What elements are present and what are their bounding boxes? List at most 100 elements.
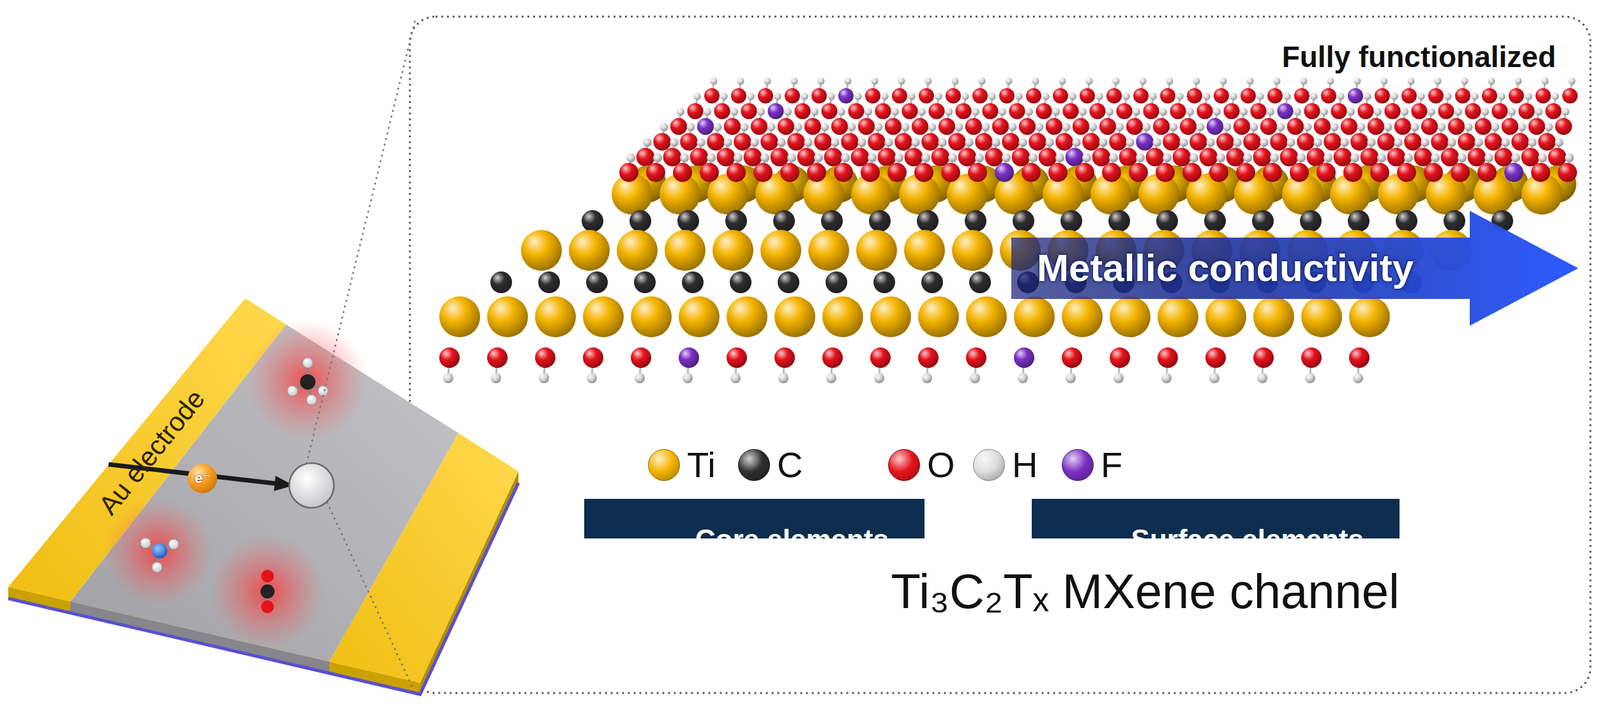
ti-atom	[1157, 296, 1199, 338]
o-atom	[1316, 162, 1336, 182]
o-atom	[1491, 102, 1508, 119]
o-atom	[1106, 88, 1122, 104]
h-atom	[1202, 92, 1211, 101]
o-atom	[1011, 148, 1031, 167]
h-atom	[443, 372, 454, 384]
c-atom	[825, 271, 848, 294]
o-atom	[690, 148, 709, 167]
ti-atom	[1013, 296, 1055, 338]
h-atom	[1122, 92, 1131, 101]
c-atom	[773, 210, 795, 232]
h-atom	[871, 77, 879, 85]
h-atom	[1055, 153, 1065, 163]
ti-atom	[1205, 296, 1247, 338]
h-atom	[1065, 372, 1076, 384]
ti-atom	[664, 229, 706, 271]
ti-atom	[856, 229, 898, 271]
ti-atom	[712, 229, 754, 271]
h-atom	[837, 107, 846, 116]
h-atom	[1162, 153, 1172, 163]
o-atom	[1142, 102, 1159, 119]
o-atom	[670, 118, 687, 135]
o-atom	[1477, 162, 1497, 182]
h-atom	[1400, 107, 1409, 116]
h-atom	[1464, 123, 1473, 132]
h-atom	[634, 372, 645, 384]
o-atom	[1092, 148, 1111, 167]
o-atom	[1340, 118, 1358, 135]
h-atom	[1393, 137, 1403, 147]
h-atom	[1454, 107, 1463, 116]
h-atom	[1524, 92, 1533, 101]
h-atom	[1213, 107, 1221, 116]
o-atom	[1557, 162, 1578, 182]
o-atom	[1153, 118, 1170, 135]
c-atom	[725, 210, 748, 232]
o-atom	[1205, 347, 1226, 368]
h-atom	[1246, 77, 1254, 85]
o-atom	[726, 347, 748, 368]
c-atom	[1156, 210, 1178, 232]
h-atom	[791, 77, 799, 85]
o-atom	[1133, 88, 1149, 104]
o-atom	[636, 148, 656, 167]
o-atom	[1421, 118, 1438, 135]
h-atom	[1035, 123, 1044, 132]
h-atom	[1484, 153, 1494, 163]
h-atom	[750, 137, 759, 147]
c-atom	[538, 271, 560, 294]
h-atom	[1538, 153, 1548, 163]
h-atom	[847, 123, 857, 132]
c-atom	[969, 271, 991, 294]
o-atom	[1370, 162, 1390, 182]
ti-atom	[1109, 296, 1151, 338]
o-atom	[877, 148, 897, 167]
o-atom	[1001, 132, 1020, 151]
f-atom	[838, 88, 854, 104]
h-atom	[1041, 92, 1050, 101]
h-atom	[1176, 92, 1184, 101]
legend-entry: O	[888, 448, 956, 481]
o-atom	[1333, 148, 1353, 167]
ammonia-molecule	[140, 537, 179, 573]
o-atom	[1330, 102, 1347, 119]
h-atom	[1015, 92, 1023, 101]
h-atom	[1303, 123, 1313, 132]
legend-swatch	[888, 448, 921, 481]
h-atom	[784, 107, 792, 116]
h-atom	[803, 137, 813, 147]
h-atom	[1220, 77, 1228, 85]
o-atom	[535, 347, 556, 368]
h-atom	[874, 123, 884, 132]
h-atom	[626, 153, 636, 163]
o-atom	[1262, 162, 1283, 182]
legend-entry: C	[738, 448, 803, 481]
o-atom	[1008, 102, 1025, 119]
o-atom	[1216, 132, 1235, 151]
h-atom	[964, 137, 974, 147]
h-atom	[821, 123, 830, 132]
h-atom	[1461, 77, 1469, 85]
o-atom	[1467, 148, 1487, 167]
o-atom	[914, 162, 934, 182]
co2-molecule	[260, 569, 275, 613]
h-atom	[760, 153, 770, 163]
o-atom	[1099, 118, 1117, 135]
h-atom	[693, 92, 702, 101]
conductivity-arrow: Metallic conductivity	[1011, 210, 1579, 326]
h-atom	[723, 137, 732, 147]
node-label: Fully functionalized	[1282, 40, 1556, 74]
h-atom	[682, 372, 693, 384]
o-atom	[1287, 118, 1304, 135]
ti-atom	[870, 296, 912, 338]
h-atom	[1407, 77, 1415, 85]
gas-glow	[245, 319, 368, 442]
o-atom	[1028, 132, 1047, 151]
h-atom	[696, 137, 705, 147]
ti-atom	[487, 296, 529, 338]
o-atom	[1464, 102, 1481, 119]
o-atom	[840, 132, 859, 151]
h-atom	[1276, 123, 1286, 132]
ti-atom	[1349, 296, 1390, 338]
o-atom	[679, 132, 698, 151]
